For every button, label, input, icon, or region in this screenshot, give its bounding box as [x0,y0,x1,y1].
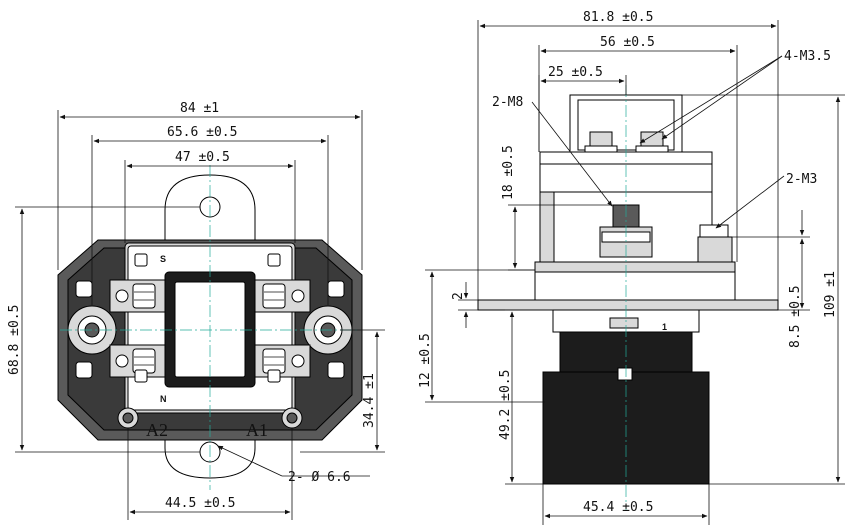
m3-terminal [697,224,733,264]
svg-text:81.8 ±0.5: 81.8 ±0.5 [583,10,653,25]
svg-text:84 ±1: 84 ±1 [180,101,219,116]
svg-text:4-M3.5: 4-M3.5 [784,49,831,64]
svg-text:44.5 ±0.5: 44.5 ±0.5 [165,496,235,511]
svg-text:56 ±0.5: 56 ±0.5 [600,35,655,50]
side-dim-25: 25 ±0.5 [538,65,627,152]
svg-text:12 ±0.5: 12 ±0.5 [418,333,433,388]
svg-text:2- Ø 6.6: 2- Ø 6.6 [288,470,351,485]
label-s: S [160,254,166,264]
front-dim-hole: 2- Ø 6.6 [217,445,370,485]
svg-text:8.5 ±0.5: 8.5 ±0.5 [788,285,803,348]
upper-connector-right [254,279,311,313]
side-callout-m35: 4-M3.5 [639,49,831,144]
svg-text:49.2 ±0.5: 49.2 ±0.5 [498,370,513,440]
svg-text:34.4 ±1: 34.4 ±1 [362,373,377,428]
svg-text:47 ±0.5: 47 ±0.5 [175,150,230,165]
svg-text:68.8 ±0.5: 68.8 ±0.5 [7,305,22,375]
front-view: S N A2 A1 84 ±1 65.6 ±0.5 47 ±0.5 [7,101,385,520]
lower-connector-left [109,344,166,378]
svg-text:109 ±1: 109 ±1 [823,271,838,318]
upper-connector-left [109,279,166,313]
lower-connector-right [254,344,311,378]
side-dim-45-4: 45.4 ±0.5 [542,484,710,525]
front-dim-34-4: 34.4 ±1 [300,329,385,453]
svg-text:2-M3: 2-M3 [786,172,817,187]
label-a1: A1 [246,420,268,440]
front-dim-44-5: 44.5 ±0.5 [127,428,293,520]
side-callout-m3: 2-M3 [715,172,817,229]
side-view: 1 81.8 ±0.5 56 ±0.5 25 ±0.5 4-M3 [418,10,845,525]
svg-text:18 ±0.5: 18 ±0.5 [501,145,516,200]
side-callout-m8: 2-M8 [492,95,613,207]
side-dim-2: 2 [451,282,478,328]
svg-text:2-M8: 2-M8 [492,95,523,110]
front-dim-68-8: 68.8 ±0.5 [7,206,200,453]
label-one: 1 [662,322,667,332]
side-dim-8-5: 8.5 ±0.5 [732,210,810,348]
side-dim-109: 109 ±1 [682,94,845,485]
front-dim-84: 84 ±1 [57,101,363,270]
flange-plate [477,299,779,311]
svg-text:65.6 ±0.5: 65.6 ±0.5 [167,125,237,140]
svg-text:25 ±0.5: 25 ±0.5 [548,65,603,80]
svg-text:45.4 ±0.5: 45.4 ±0.5 [583,500,653,515]
front-dim-47: 47 ±0.5 [124,150,296,243]
flange-top [534,261,736,273]
flange-mid [534,271,736,301]
label-n: N [160,394,167,404]
label-a2: A2 [146,420,168,440]
a1-terminal [281,407,303,429]
side-dim-81-8: 81.8 ±0.5 [477,10,779,300]
front-dim-65-6: 65.6 ±0.5 [91,125,329,305]
side-dim-12: 12 ±0.5 [418,269,545,403]
svg-text:2: 2 [451,292,466,300]
a2-terminal [117,407,139,429]
side-dim-49-2: 49.2 ±0.5 [498,309,553,485]
